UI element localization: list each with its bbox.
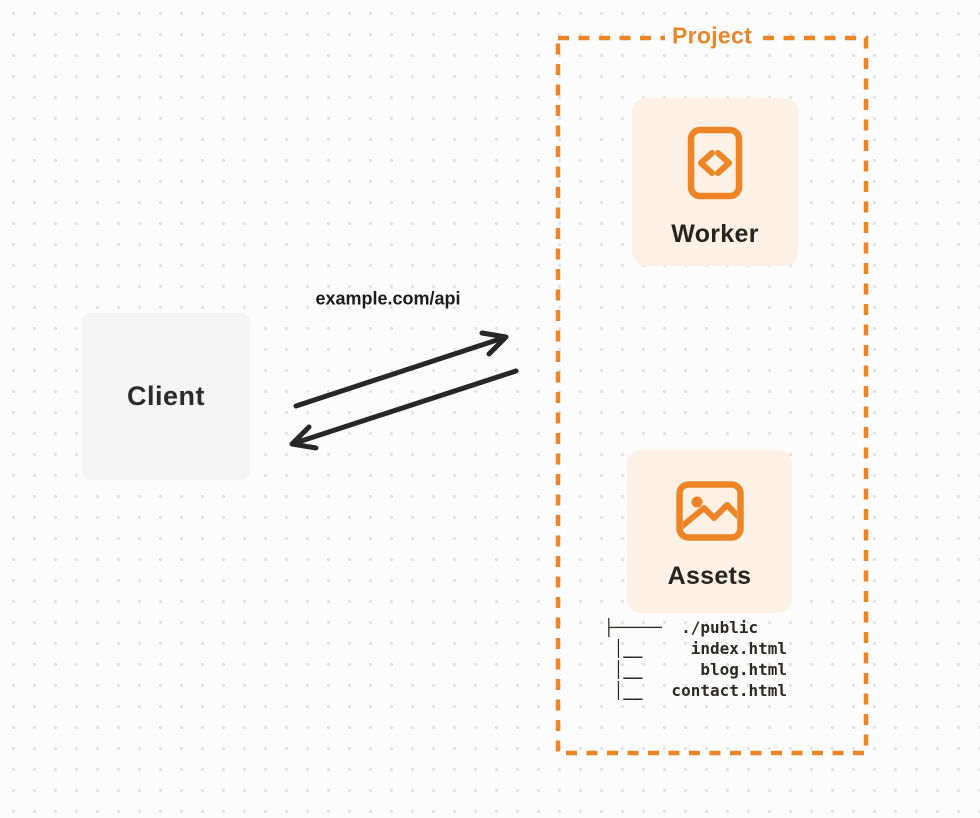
file-tree-line: ├───── ./public bbox=[604, 618, 759, 637]
client-card: Client bbox=[82, 313, 250, 480]
image-icon bbox=[675, 481, 744, 541]
request-arrow bbox=[293, 330, 509, 409]
project-title: Project bbox=[664, 22, 760, 50]
assets-card: Assets bbox=[627, 450, 792, 613]
assets-label: Assets bbox=[667, 562, 752, 590]
code-document-icon bbox=[687, 126, 743, 200]
response-arrow bbox=[289, 368, 519, 451]
client-label: Client bbox=[126, 381, 205, 411]
file-tree-line: │__ contact.html bbox=[604, 681, 788, 700]
file-tree-line: │__ index.html bbox=[604, 639, 788, 658]
file-tree-line: │__ blog.html bbox=[604, 660, 788, 679]
worker-label: Worker bbox=[671, 220, 759, 248]
assets-file-tree: ├───── ./public │__ index.html │__ blog.… bbox=[604, 617, 787, 701]
request-url-label: example.com/api bbox=[315, 288, 461, 309]
worker-card: Worker bbox=[632, 98, 798, 266]
